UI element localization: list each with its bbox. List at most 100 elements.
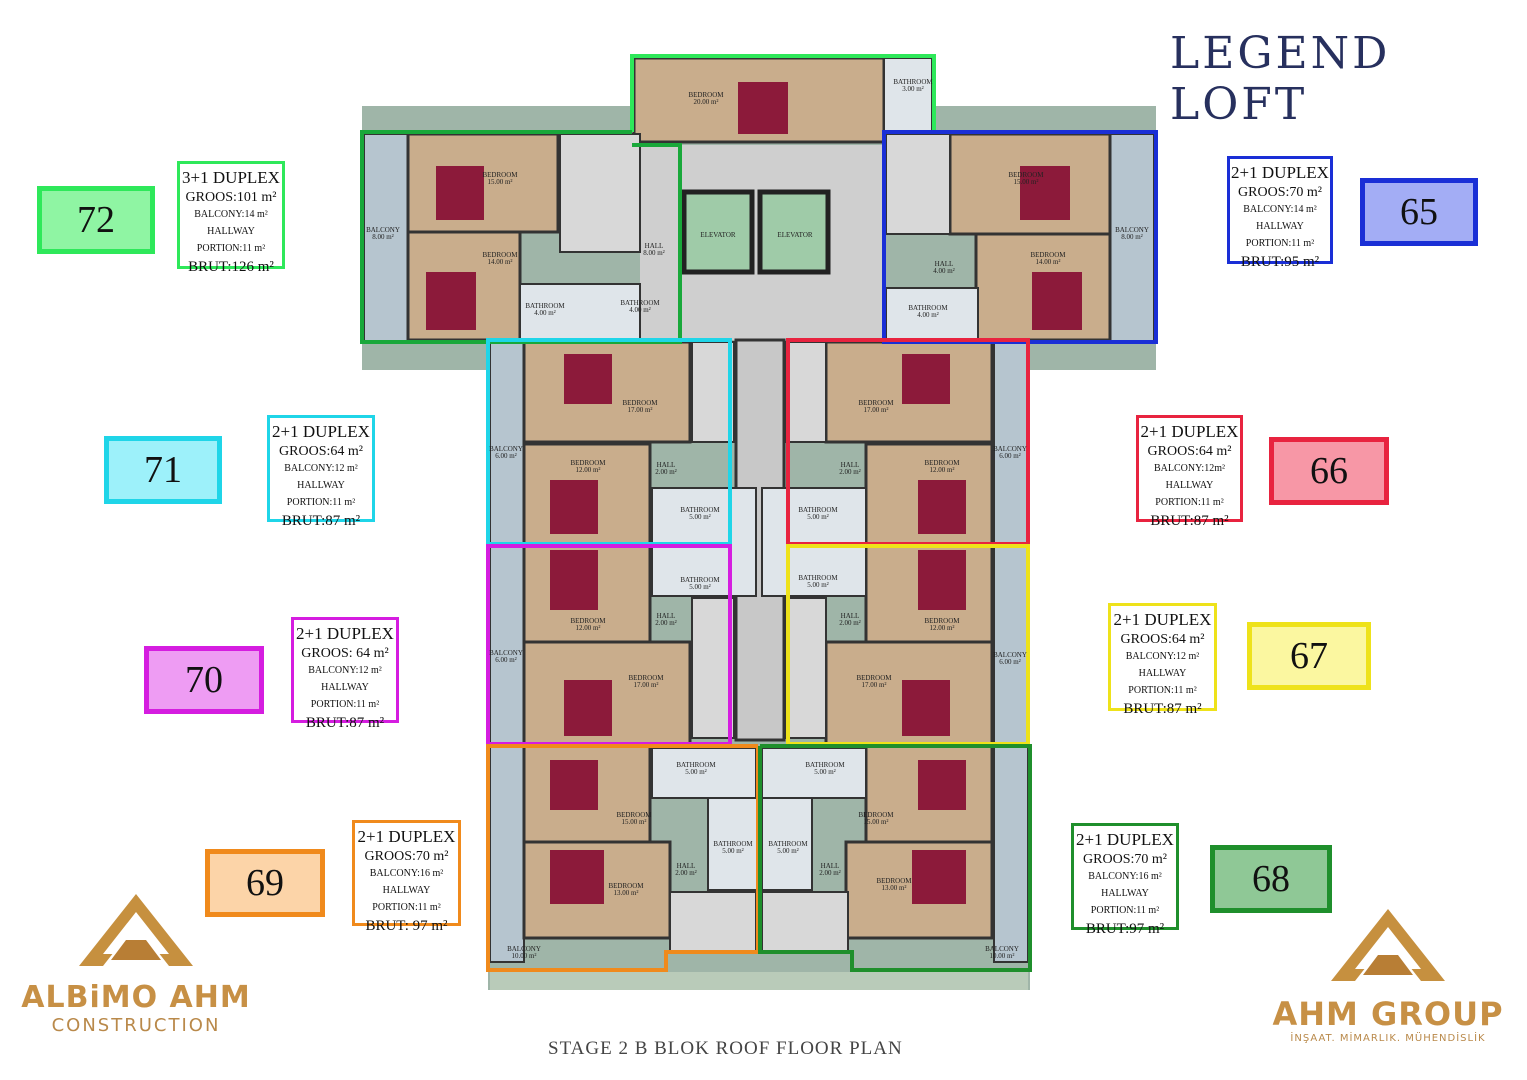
room-area: 2.00 m² — [839, 619, 861, 627]
unit-brut: BRUT:87 m² — [1123, 701, 1202, 717]
unit-balcony: BALCONY:14 m² — [1243, 204, 1317, 215]
ahm-emblem-icon — [1331, 909, 1445, 981]
unit-type: 2+1 DUPLEX — [1231, 163, 1329, 182]
room-label: BALCONY — [993, 651, 1027, 659]
room-label: BEDROOM — [570, 459, 606, 467]
unit-info-65: 2+1 DUPLEX GROOS:70 m² BALCONY:14 m² HAL… — [1227, 156, 1333, 270]
beds-right — [902, 354, 966, 904]
unit-brut: BRUT:87 m² — [305, 715, 385, 731]
room-area: 6.00 m² — [495, 656, 517, 664]
room-label: BALCONY — [507, 945, 541, 953]
room-label: BATHROOM — [713, 840, 753, 848]
room-label: HALL — [841, 612, 860, 620]
unit-hallway: HALLWAY PORTION:11 m² — [372, 885, 441, 913]
room-area: 12.00 m² — [929, 624, 954, 632]
room-area: 2.00 m² — [819, 869, 841, 877]
room-label: BEDROOM — [924, 617, 960, 625]
stair-67 — [785, 597, 827, 739]
bed — [436, 166, 484, 220]
room-label: BEDROOM — [1030, 251, 1066, 259]
unit-brut: BRUT:87 m² — [1150, 513, 1229, 529]
bed — [1032, 272, 1082, 330]
room-label: BEDROOM — [688, 91, 724, 99]
unit-number-71: 71 — [104, 436, 222, 504]
unit-info-69: 2+1 DUPLEX GROOS:70 m² BALCONY:16 m² HAL… — [352, 820, 461, 934]
unit-brut: BRUT:95 m² — [1240, 254, 1320, 270]
albimo-sub: CONSTRUCTION — [51, 1015, 221, 1036]
room-area: 10.00 m² — [511, 952, 536, 960]
bed — [1020, 166, 1070, 220]
unit-hallway: HALLWAY PORTION:11 m² — [196, 226, 266, 254]
room-area: 8.00 m² — [372, 233, 394, 241]
unit-type: 2+1 DUPLEX — [272, 422, 370, 441]
unit-brut: BRUT:126 m² — [188, 259, 274, 275]
stair-66 — [785, 341, 827, 443]
elevator-1 — [681, 189, 755, 275]
unit-hallway: HALLWAY PORTION:11 m² — [1155, 480, 1224, 508]
outline-68 — [758, 744, 1032, 972]
room-label: BALCONY — [1115, 226, 1149, 234]
room-area: 12.00 m² — [575, 624, 600, 632]
bathroom-65 — [885, 287, 979, 341]
bottom-terrace — [490, 972, 1028, 990]
room-area: 14.00 m² — [487, 258, 512, 266]
unit-info-72: 3+1 DUPLEX GROOS:101 m² BALCONY:14 m² HA… — [177, 161, 285, 275]
unit-balcony: BALCONY:16 m² — [369, 868, 444, 879]
room-area: 5.00 m² — [807, 513, 829, 521]
room-area: 5.00 m² — [814, 768, 836, 776]
plan-caption: STAGE 2 B BLOK ROOF FLOOR PLAN — [548, 1038, 903, 1059]
balcony-right — [993, 341, 1029, 963]
unit-gross: GROOS:70 m² — [364, 849, 449, 864]
room-label: BATHROOM — [525, 302, 565, 310]
unit-hallway: HALLWAY PORTION:11 m² — [1090, 888, 1160, 916]
stair-71 — [691, 341, 735, 443]
room-area: 8.00 m² — [1121, 233, 1143, 241]
room-label: BEDROOM — [482, 251, 518, 259]
room-area: 12.00 m² — [575, 466, 600, 474]
elevator-label: ELEVATOR — [777, 231, 812, 239]
room-label: HALL — [645, 242, 664, 250]
albimo-emblem-icon — [79, 894, 193, 966]
unit-number-70: 70 — [144, 646, 264, 714]
room-area: 5.00 m² — [807, 581, 829, 589]
room-label: BEDROOM — [622, 399, 658, 407]
unit-gross: GROOS:64 m² — [1147, 444, 1232, 459]
unit-number-68: 68 — [1210, 845, 1332, 913]
unit-gross: GROOS:70 m² — [1083, 852, 1167, 867]
room-label: HALL — [935, 260, 954, 268]
room-label: BALCONY — [985, 945, 1019, 953]
room-label: BALCONY — [489, 445, 523, 453]
stair-70 — [691, 597, 735, 739]
room-label: BEDROOM — [856, 674, 892, 682]
albimo-logo: ALBiMO AHM CONSTRUCTION — [16, 890, 256, 1036]
unit-balcony: BALCONY:14 m² — [194, 209, 268, 220]
room-label: BEDROOM — [858, 811, 894, 819]
room-label: BATHROOM — [680, 506, 720, 514]
room-area: 15.00 m² — [621, 818, 646, 826]
room-label: BATHROOM — [893, 78, 933, 86]
room-label: BEDROOM — [858, 399, 894, 407]
room-area: 5.00 m² — [777, 847, 799, 855]
room-area: 17.00 m² — [633, 681, 658, 689]
room-label: BEDROOM — [482, 171, 518, 179]
room-area: 17.00 m² — [627, 406, 652, 414]
room-area: 3.00 m² — [902, 85, 924, 93]
room-area: 8.00 m² — [643, 249, 665, 257]
stair-69 — [669, 891, 757, 953]
room-label: HALL — [677, 862, 696, 870]
room-label: BEDROOM — [570, 617, 606, 625]
room-label: BEDROOM — [924, 459, 960, 467]
room-area: 2.00 m² — [839, 468, 861, 476]
top-bathroom — [883, 57, 933, 135]
room-area: 10.00 m² — [989, 952, 1014, 960]
room-area: 17.00 m² — [861, 681, 886, 689]
unit-type: 2+1 DUPLEX — [357, 827, 456, 846]
room-label: BATHROOM — [798, 506, 838, 514]
bathrooms-72 — [519, 283, 641, 341]
room-area: 15.00 m² — [1013, 178, 1038, 186]
bathroom-68 — [761, 747, 867, 799]
room-label: HALL — [657, 612, 676, 620]
unit-hallway: HALLWAY PORTION:11 m² — [1245, 221, 1315, 249]
room-label: HALL — [841, 461, 860, 469]
